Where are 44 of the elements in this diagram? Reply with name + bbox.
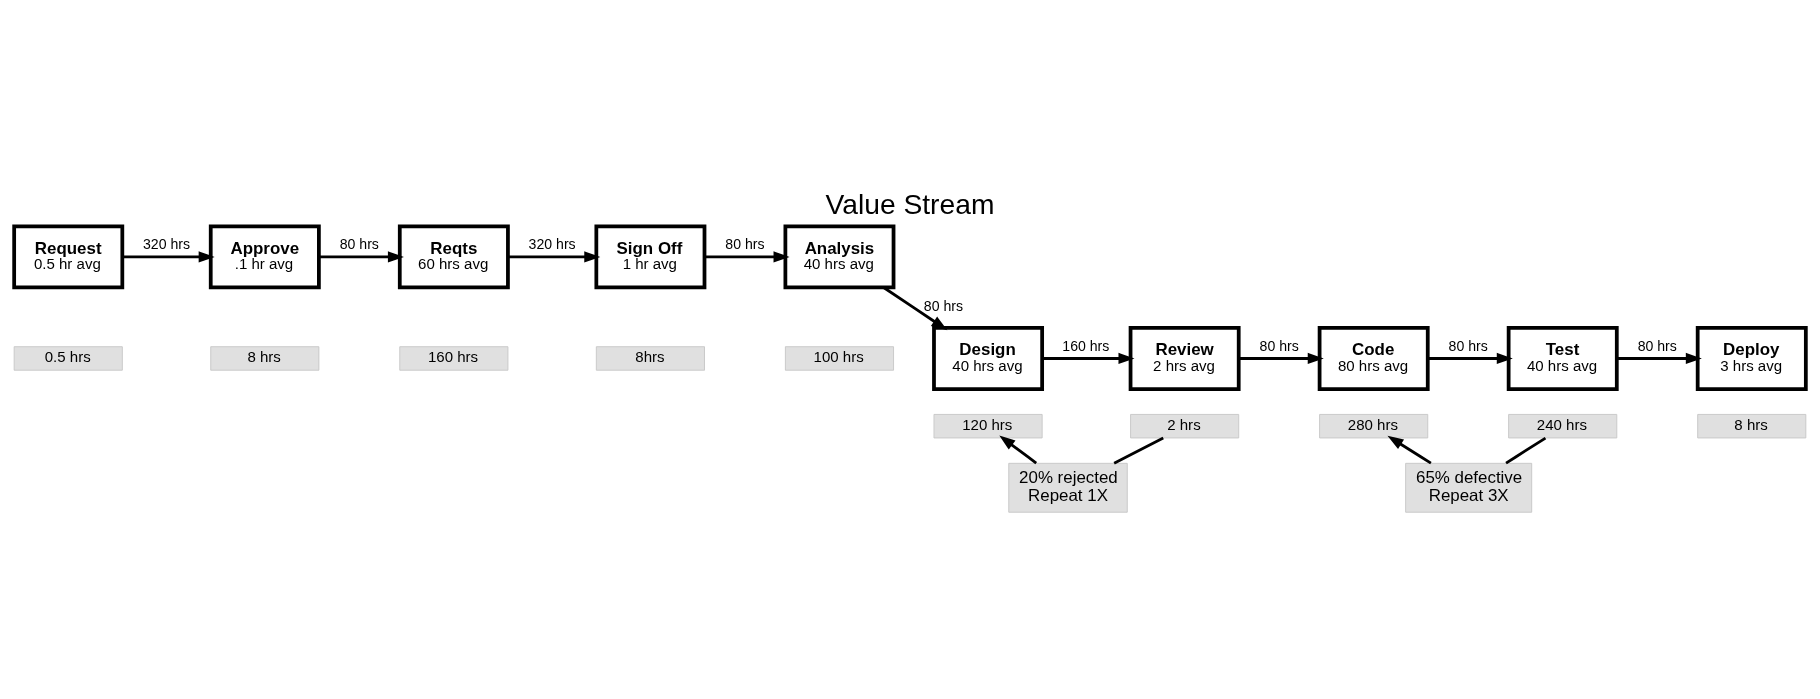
node-box: Reqts 60 hrs avg <box>397 223 510 289</box>
edge-label: 320 hrs <box>528 235 576 252</box>
arrow <box>508 250 601 262</box>
node-box: 65% defective Repeat 3X <box>1405 462 1533 513</box>
node-box: Deploy 3 hrs avg <box>1695 325 1808 391</box>
node-box: 8 hrs <box>1697 413 1807 438</box>
node-box: 120 hrs <box>933 413 1043 438</box>
edge-label: 80 hrs <box>339 235 379 252</box>
edge-label: 80 hrs <box>1448 337 1488 354</box>
node-box: 280 hrs <box>1319 413 1429 438</box>
edge-label: 80 hrs <box>1259 337 1299 354</box>
arrow <box>704 250 790 262</box>
edge-label: 320 hrs <box>143 235 191 252</box>
node-box: Request 0.5 hr avg <box>12 223 125 289</box>
node-box: 0.5 hrs <box>13 345 123 371</box>
arrow <box>1427 352 1513 364</box>
node-box: 100 hrs <box>784 345 894 371</box>
edge-label: 160 hrs <box>1062 337 1110 354</box>
diagram-title: Value Stream <box>825 187 995 220</box>
node-box: 8 hrs <box>210 345 320 371</box>
arrow <box>319 250 404 262</box>
arrow <box>122 250 215 262</box>
node-box: Design 40 hrs avg <box>932 325 1045 391</box>
node-box: 160 hrs <box>399 345 509 371</box>
edge-label: 80 hrs <box>725 235 765 252</box>
edge-label: 80 hrs <box>1637 337 1677 354</box>
node-box: 2 hrs <box>1130 413 1240 438</box>
arrow <box>1238 352 1324 364</box>
node-box: Sign Off 1 hr avg <box>594 223 707 289</box>
arrow <box>1616 352 1702 364</box>
node-box: 240 hrs <box>1508 413 1618 438</box>
arrow <box>1042 352 1135 364</box>
node-box: Test 40 hrs avg <box>1506 325 1619 391</box>
connector <box>1505 436 1547 464</box>
node-box: Approve .1 hr avg <box>208 223 321 289</box>
arrow <box>999 435 1038 464</box>
node-box: Analysis 40 hrs avg <box>783 223 896 289</box>
connector <box>1113 436 1164 464</box>
node-box: 20% rejected Repeat 1X <box>1008 462 1128 513</box>
node-box: Review 2 hrs avg <box>1128 325 1241 391</box>
node-box: 8hrs <box>595 345 705 371</box>
arrow <box>1387 435 1432 464</box>
edge-label: 80 hrs <box>923 297 963 314</box>
node-box: Code 80 hrs avg <box>1317 325 1430 391</box>
